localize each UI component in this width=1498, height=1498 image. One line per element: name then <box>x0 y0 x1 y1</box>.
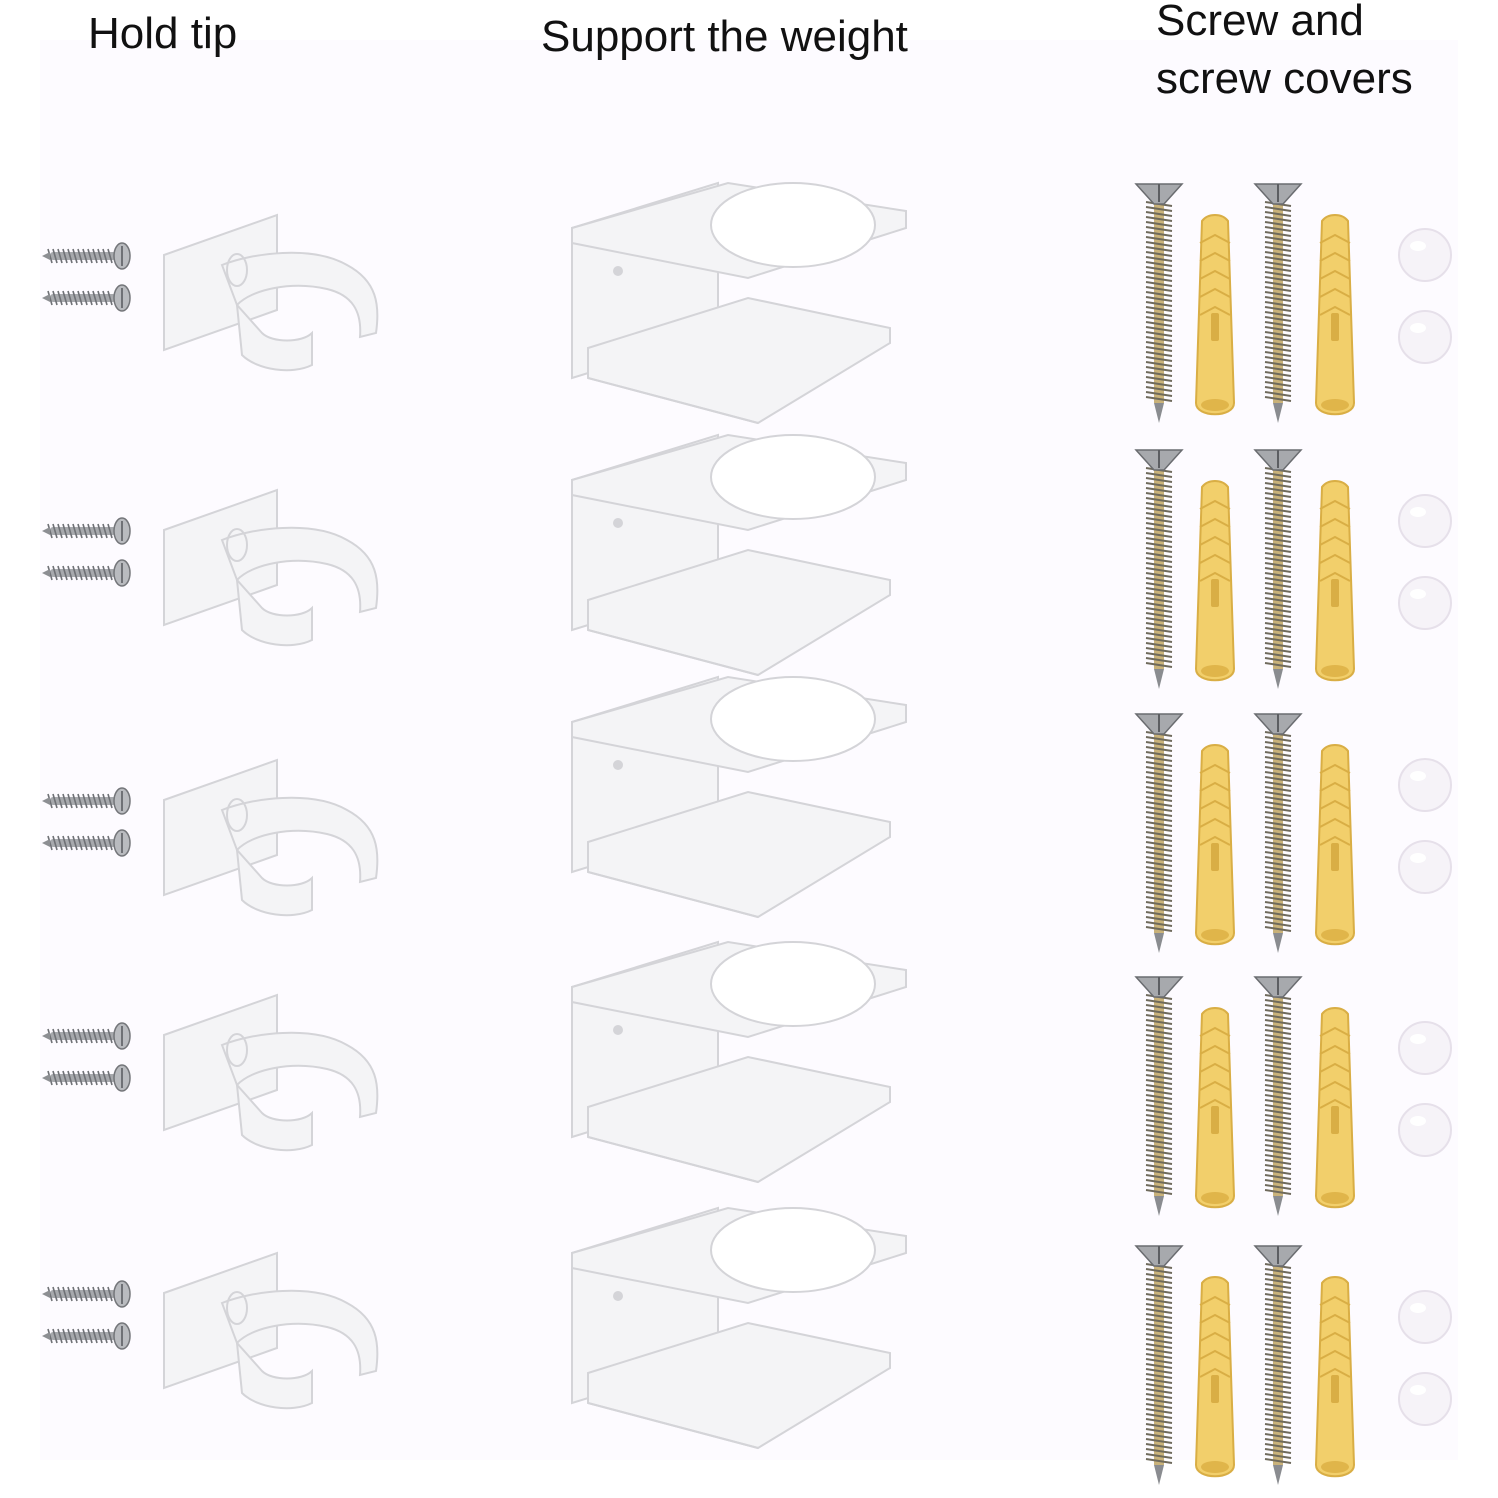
weight-holder-icon <box>568 940 908 1187</box>
hold-tip-clip-icon <box>162 993 382 1155</box>
small-screw-icon <box>42 242 132 270</box>
wall-anchor-icon <box>1308 1006 1362 1216</box>
wall-anchor-icon <box>1308 479 1362 689</box>
weight-holder-icon <box>568 1206 908 1453</box>
wall-anchor-icon <box>1308 743 1362 953</box>
wall-screw-icon <box>1134 708 1184 958</box>
screw-cover-icon <box>1398 576 1452 630</box>
screw-cover-icon <box>1398 1290 1452 1344</box>
weight-holder-icon <box>568 675 908 922</box>
weight-holder-icon <box>568 181 908 428</box>
wall-screw-icon <box>1253 444 1303 694</box>
small-screw-icon <box>42 1022 132 1050</box>
screw-cover-icon <box>1398 1372 1452 1426</box>
hold-tip-clip-icon <box>162 488 382 650</box>
small-screw-icon <box>42 1280 132 1308</box>
wall-screw-icon <box>1134 1240 1184 1490</box>
hold-tip-label: Hold tip <box>88 9 238 58</box>
screw-covers-label-line1: Screw and <box>1156 0 1364 45</box>
small-screw-icon <box>42 1064 132 1092</box>
small-screw-icon <box>42 284 132 312</box>
screw-cover-icon <box>1398 840 1452 894</box>
wall-anchor-icon <box>1188 213 1242 423</box>
wall-anchor-icon <box>1188 1275 1242 1485</box>
small-screw-icon <box>42 787 132 815</box>
screw-cover-icon <box>1398 1021 1452 1075</box>
small-screw-icon <box>42 1322 132 1350</box>
weight-holder-icon <box>568 433 908 680</box>
small-screw-icon <box>42 559 132 587</box>
screw-covers-label-line2: screw covers <box>1156 54 1413 103</box>
screw-cover-icon <box>1398 310 1452 364</box>
screw-cover-icon <box>1398 758 1452 812</box>
hold-tip-clip-icon <box>162 758 382 920</box>
wall-screw-icon <box>1134 178 1184 428</box>
wall-screw-icon <box>1253 708 1303 958</box>
wall-screw-icon <box>1253 1240 1303 1490</box>
small-screw-icon <box>42 517 132 545</box>
wall-anchor-icon <box>1308 1275 1362 1485</box>
screw-cover-icon <box>1398 494 1452 548</box>
wall-anchor-icon <box>1308 213 1362 423</box>
wall-screw-icon <box>1134 971 1184 1221</box>
support-weight-label: Support the weight <box>541 12 908 61</box>
small-screw-icon <box>42 829 132 857</box>
wall-anchor-icon <box>1188 743 1242 953</box>
wall-screw-icon <box>1253 971 1303 1221</box>
wall-anchor-icon <box>1188 479 1242 689</box>
screw-covers-label: Screw and screw covers <box>1156 0 1413 108</box>
screw-cover-icon <box>1398 228 1452 282</box>
screw-cover-icon <box>1398 1103 1452 1157</box>
wall-screw-icon <box>1253 178 1303 428</box>
wall-screw-icon <box>1134 444 1184 694</box>
hold-tip-clip-icon <box>162 1251 382 1413</box>
hold-tip-clip-icon <box>162 213 382 375</box>
wall-anchor-icon <box>1188 1006 1242 1216</box>
